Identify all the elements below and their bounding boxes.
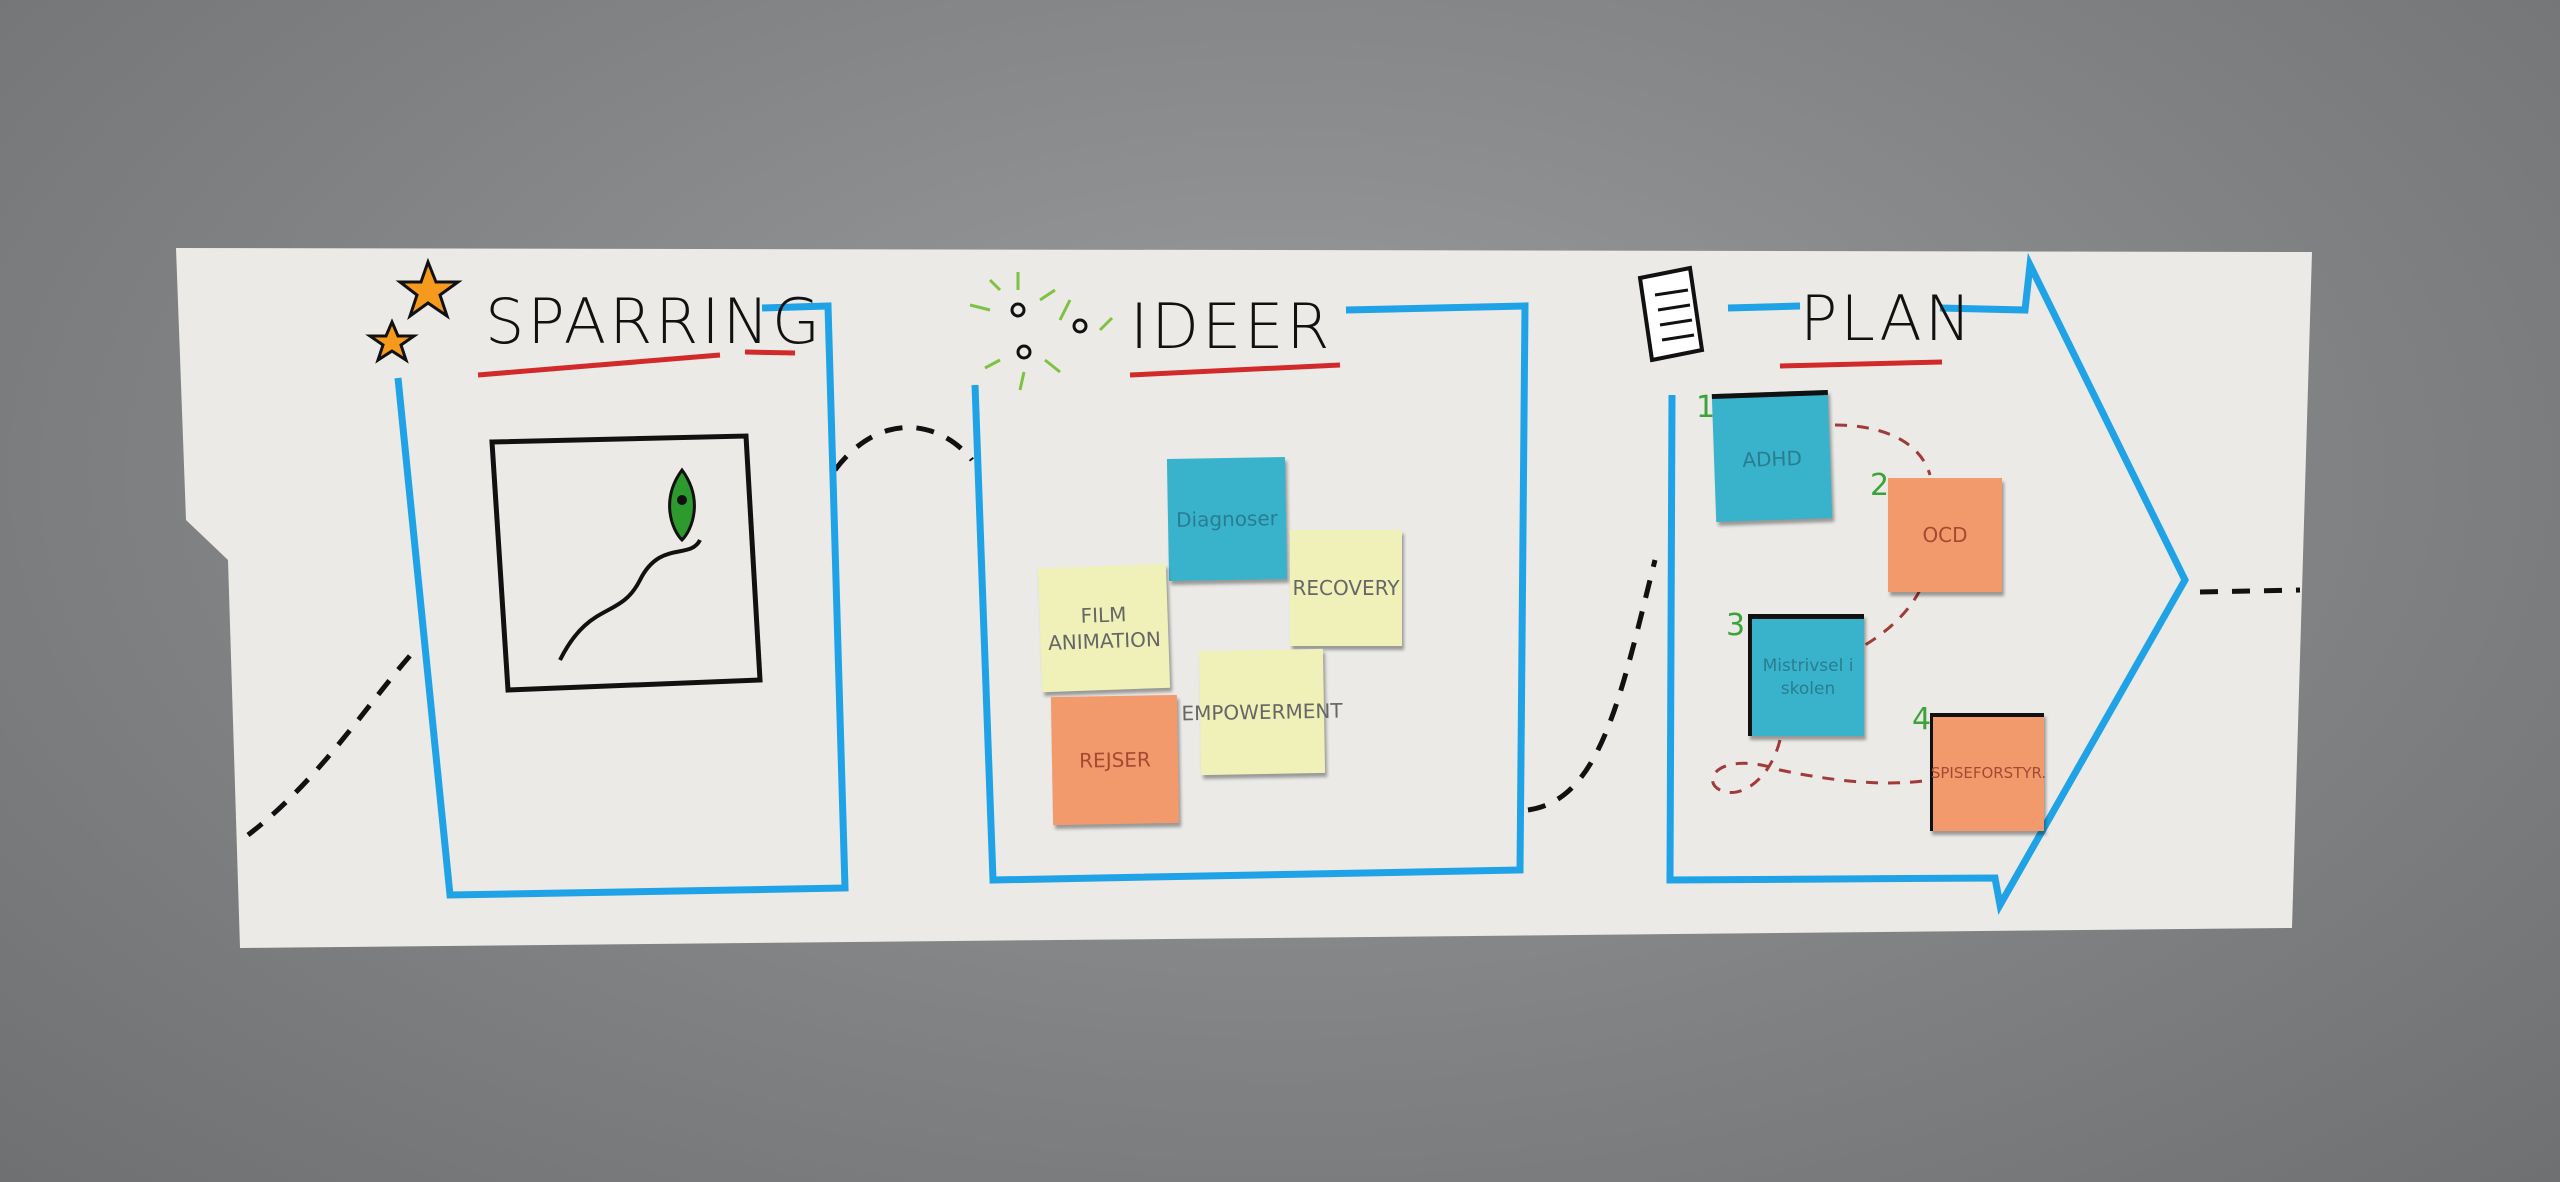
section-title-plan: PLAN [1800,282,1975,355]
sticky-note: EMPOWERMENT [1181,648,1343,776]
sticky-note: ADHD [1711,390,1833,522]
lightbulb-sparkle-icon [969,272,1114,391]
sticky-note: REJSER [1050,694,1180,826]
blue-frames [394,252,2189,916]
dashed-journey-path [246,425,2301,837]
map-icon [489,433,763,693]
sticky-note: Diagnoser [1166,456,1288,582]
section-title-ideer: IDEER [1130,290,1333,363]
document-list-icon [1637,265,1705,363]
sticky-note: RECOVERY [1290,530,1402,646]
stars-icon [365,257,463,364]
sticky-note: FILM ANIMATION [1037,563,1171,693]
section-title-sparring: SPARRING [485,285,824,358]
plan-path [1711,423,1932,794]
sticky-note: Mistrivsel i skolen [1748,614,1864,736]
sticky-note: OCD [1888,478,2002,592]
sticky-note: SPISEFORSTYR. [1930,713,2046,831]
title-underlines [477,349,1943,378]
